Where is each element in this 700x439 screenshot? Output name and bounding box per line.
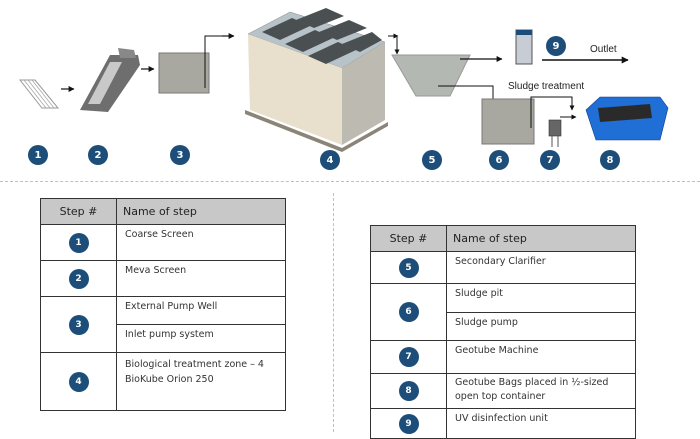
- uv-disinfection-icon: [515, 29, 533, 65]
- steps-table-left: Step # Name of step 1 Coarse Screen 2 Me…: [40, 198, 286, 411]
- step-badge-2: 2: [88, 145, 108, 165]
- steps-table-right: Step # Name of step 5 Secondary Clarifie…: [370, 225, 636, 439]
- secondary-clarifier-icon: [391, 54, 471, 97]
- geotube-machine-icon: [548, 119, 562, 147]
- table-header: Step # Name of step: [40, 198, 286, 225]
- step-badge: 7: [398, 347, 419, 367]
- step-name: Meva Screen: [116, 260, 286, 297]
- step-name: Secondary Clarifier: [446, 251, 636, 284]
- step-badge: 2: [68, 268, 89, 289]
- pump-well-icon: [158, 33, 235, 94]
- table-row: 6 Sludge pit: [370, 283, 636, 341]
- header-step-name: Name of step: [446, 225, 636, 252]
- outlet-label: Outlet: [590, 44, 617, 55]
- header-step-name: Name of step: [116, 198, 286, 225]
- table-row: 1 Coarse Screen: [40, 224, 286, 261]
- step-badge-3: 3: [170, 145, 190, 165]
- step-badge: 8: [398, 381, 419, 401]
- step-name: Biological treatment zone – 4 BioKube Or…: [116, 352, 286, 411]
- step-badge: 6: [398, 302, 419, 322]
- step-name: Geotube Bags placed in ½-sized open top …: [446, 373, 636, 409]
- horizontal-separator: [0, 181, 700, 182]
- table-row: 2 Meva Screen: [40, 260, 286, 297]
- coarse-screen-icon: [18, 79, 60, 109]
- step-badge-8: 8: [600, 150, 620, 170]
- step-badge: 5: [398, 257, 419, 278]
- step-badge-7: 7: [540, 150, 560, 170]
- step-name: External Pump Well: [116, 296, 286, 325]
- step-name: UV disinfection unit: [446, 408, 636, 439]
- step-badge-9: 9: [546, 36, 566, 56]
- step-badge-1: 1: [28, 145, 48, 165]
- step-badge: 3: [68, 314, 89, 335]
- step-name: Coarse Screen: [116, 224, 286, 261]
- header-step-number: Step #: [370, 225, 447, 252]
- step-badge-5: 5: [422, 150, 442, 170]
- table-row: 7 Geotube Machine: [370, 340, 636, 374]
- table-row: Inlet pump system: [41, 324, 286, 353]
- sludge-pit-icon: [481, 98, 535, 145]
- step-badge-6: 6: [489, 150, 509, 170]
- step-name: Inlet pump system: [116, 324, 286, 353]
- step-badge: 4: [68, 371, 89, 392]
- step-name: Sludge pump: [446, 312, 636, 341]
- table-header: Step # Name of step: [370, 225, 636, 252]
- biokube-tank-icon: [245, 8, 388, 152]
- table-row: 9 UV disinfection unit: [370, 408, 636, 439]
- process-diagram: [18, 8, 669, 152]
- step-badge-4: 4: [320, 150, 340, 170]
- table-row: 3 External Pump Well: [40, 296, 286, 353]
- table-row: 4 Biological treatment zone – 4 BioKube …: [40, 352, 286, 411]
- table-row: 5 Secondary Clarifier: [370, 251, 636, 284]
- meva-screen-icon: [80, 48, 140, 112]
- step-badge: 9: [398, 413, 419, 434]
- vertical-separator: [333, 193, 334, 432]
- geotube-container-icon: [585, 96, 669, 141]
- step-name: Geotube Machine: [446, 340, 636, 374]
- table-row: 8 Geotube Bags placed in ½-sized open to…: [370, 373, 636, 409]
- step-name: Sludge pit: [446, 283, 636, 313]
- step-badge: 1: [68, 232, 89, 253]
- sludge-treatment-label: Sludge treatment: [508, 81, 585, 92]
- header-step-number: Step #: [40, 198, 117, 225]
